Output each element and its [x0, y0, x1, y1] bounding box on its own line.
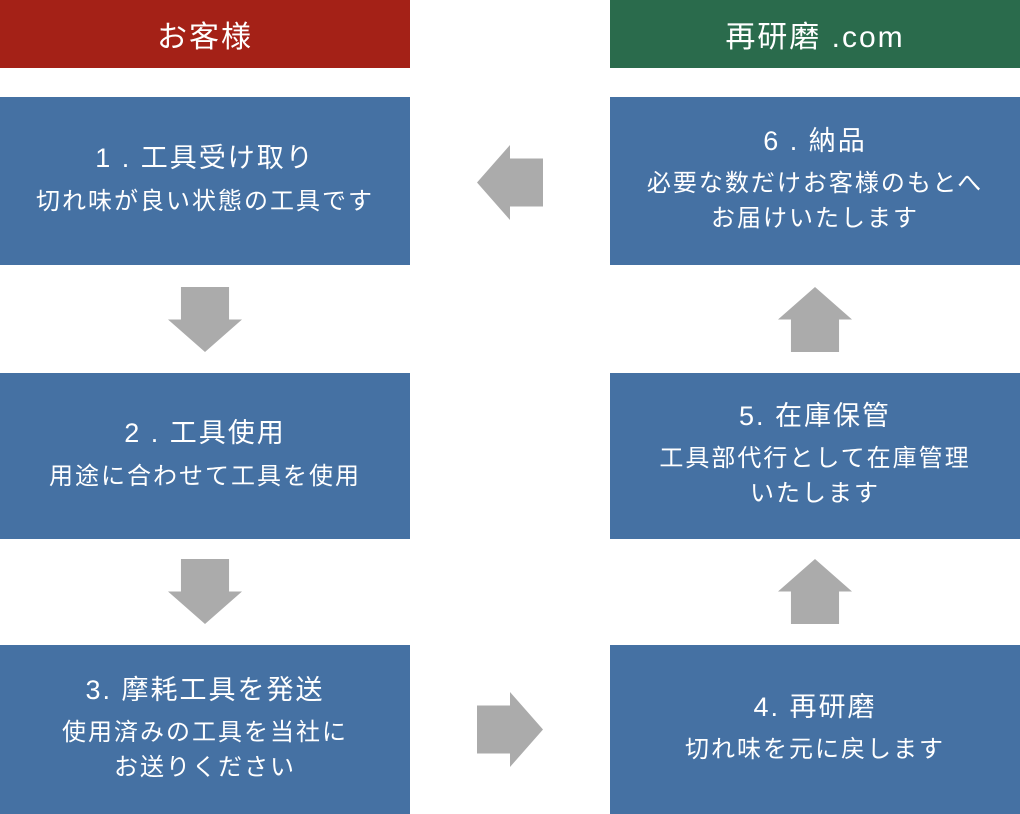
step-6-title: 6 . 納品 — [763, 126, 867, 156]
company-column-header-label: 再研磨 .com — [725, 21, 905, 54]
step-box-1-tool-receipt: 1 . 工具受け取り 切れ味が良い状態の工具です — [0, 97, 410, 265]
step-3-description: 使用済みの工具を当社に お送りください — [62, 718, 348, 781]
step-box-3-ship-worn-tools: 3. 摩耗工具を発送 使用済みの工具を当社に お送りください — [0, 645, 410, 814]
up-block-arrow-2-icon — [778, 287, 852, 352]
step-4-title: 4. 再研磨 — [753, 691, 877, 722]
step-box-4-regrind: 4. 再研磨 切れ味を元に戻します — [610, 645, 1020, 814]
company-column-header: 再研磨 .com — [610, 0, 1020, 68]
step-1-title: 1 . 工具受け取り — [95, 143, 315, 174]
step-6-description: 必要な数だけお客様のもとへ お届けいたします — [646, 170, 984, 233]
down-block-arrow-1-icon — [168, 287, 242, 352]
step-2-description: 用途に合わせて工具を使用 — [49, 462, 361, 490]
right-block-arrow-icon — [477, 692, 543, 767]
left-block-arrow-icon — [477, 145, 543, 220]
step-2-title: 2 . 工具使用 — [124, 418, 286, 449]
down-block-arrow-2-icon — [168, 559, 242, 624]
step-4-description: 切れ味を元に戻します — [685, 736, 945, 764]
step-box-6-delivery: 6 . 納品 必要な数だけお客様のもとへ お届けいたします — [610, 97, 1020, 265]
step-box-2-tool-use: 2 . 工具使用 用途に合わせて工具を使用 — [0, 373, 410, 539]
customer-column-header-label: お客様 — [157, 21, 253, 54]
step-5-description: 工具部代行として在庫管理 いたします — [659, 445, 971, 508]
step-box-5-stock-storage: 5. 在庫保管 工具部代行として在庫管理 いたします — [610, 373, 1020, 539]
step-5-title: 5. 在庫保管 — [738, 401, 892, 431]
step-1-description: 切れ味が良い状態の工具です — [36, 187, 374, 215]
customer-column-header: お客様 — [0, 0, 410, 68]
up-block-arrow-1-icon — [778, 559, 852, 624]
step-3-title: 3. 摩耗工具を発送 — [85, 674, 325, 705]
